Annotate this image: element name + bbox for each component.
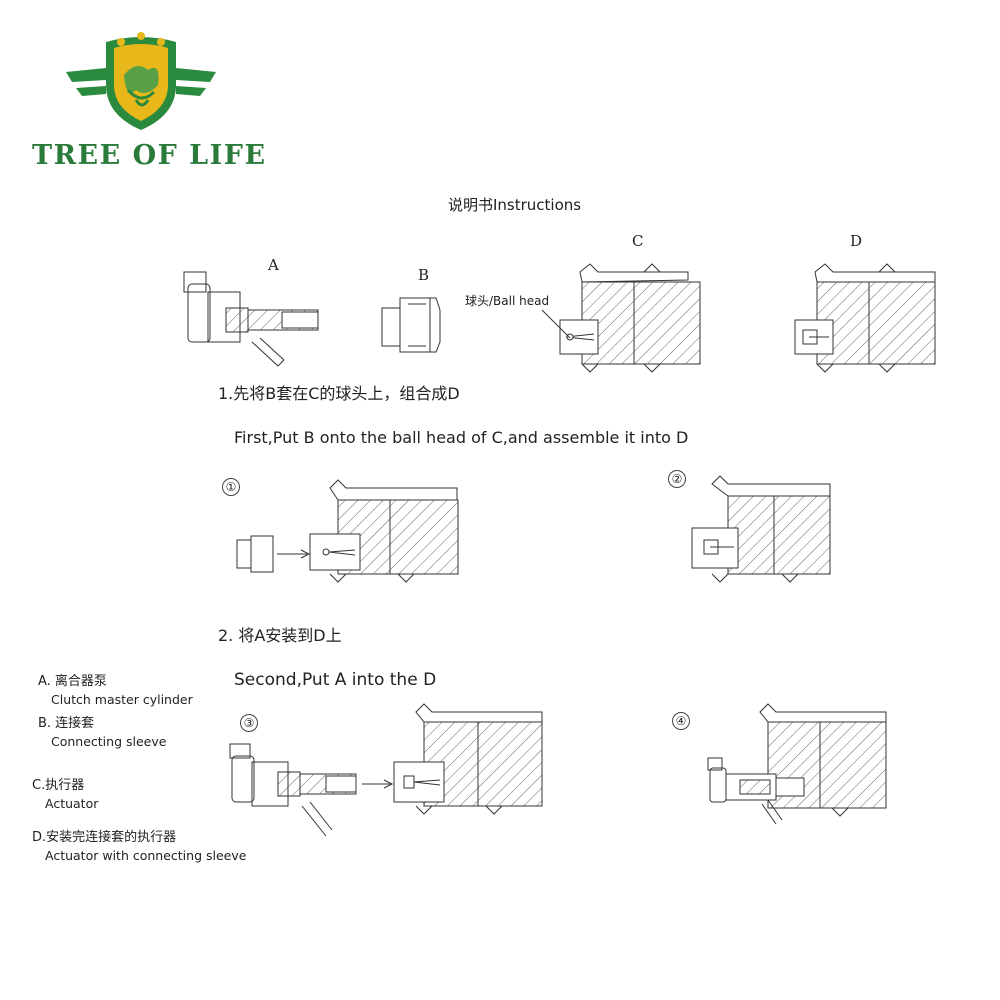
substep-2-drawing [691,475,831,583]
ball-head-leader-line [541,309,571,339]
step1-english: First,Put B onto the ball head of C,and … [234,428,689,447]
brand-logo [66,30,216,140]
label-ball-head: 球头/Ball head [465,294,550,308]
legend-item-a: A. 离合器泵 Clutch master cylinder [38,670,193,707]
legend-sub-d: Actuator with connecting sleeve [45,848,247,863]
substep-1-marker: ① [222,478,240,496]
substep-3-drawing [229,703,543,837]
step1-chinese: 1.先将B套在C的球头上，组合成D [218,384,460,403]
legend-head-c: C.执行器 [32,778,85,793]
legend-head-b: B. 连接套 [38,716,95,731]
legend-head-d: D.安装完连接套的执行器 [32,830,177,845]
substep-4-marker: ④ [672,712,690,730]
legend-item-d: D.安装完连接套的执行器 Actuator with connecting sl… [32,826,246,863]
label-a: A [268,256,279,274]
part-c-drawing [559,263,701,373]
label-d: D [850,232,863,250]
legend-sub-a: Clutch master cylinder [51,692,193,707]
legend-head-a: A. 离合器泵 [38,674,107,689]
substep-3-marker: ③ [240,714,258,732]
substep-4-drawing [707,703,887,825]
tree-of-life-emblem-icon [66,32,216,130]
step2-chinese: 2. 将A安装到D上 [218,626,342,645]
legend-sub-c: Actuator [45,796,99,811]
substep-2-marker: ② [668,470,686,488]
legend-sub-b: Connecting sleeve [51,734,167,749]
substep-1-drawing [236,479,459,583]
part-d-drawing [794,263,936,373]
brand-name: TREE OF LIFE [32,140,267,171]
legend-item-b: B. 连接套 Connecting sleeve [38,712,166,749]
legend-item-c: C.执行器 Actuator [32,774,98,811]
part-b-drawing [381,297,441,353]
step2-english: Second,Put A into the D [234,670,437,690]
document-title: 说明书Instructions [448,196,582,214]
label-b: B [418,266,430,284]
label-c: C [632,232,644,250]
part-a-drawing [183,271,319,367]
